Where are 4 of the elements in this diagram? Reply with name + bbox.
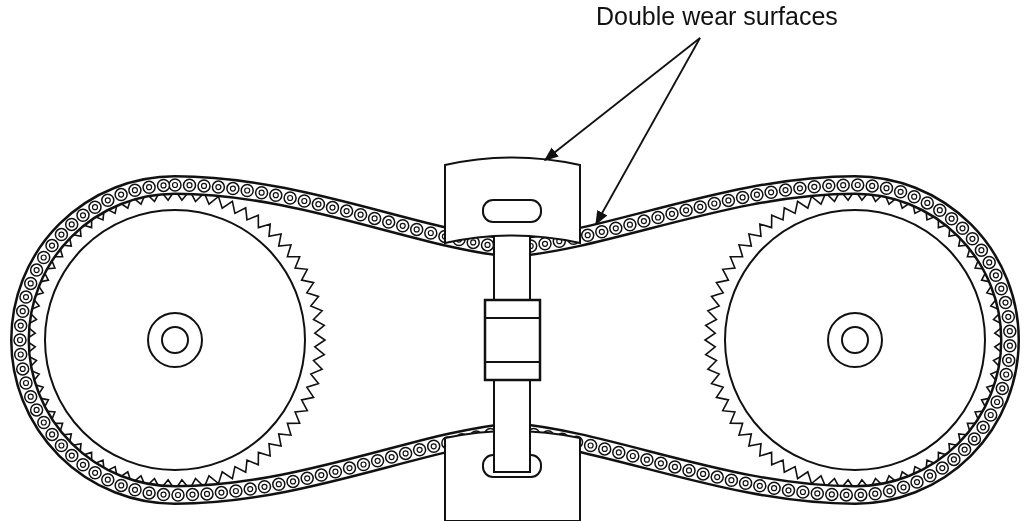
leader-arrow bbox=[595, 37, 701, 226]
leader-arrow bbox=[543, 37, 701, 161]
callout-label: Double wear surfaces bbox=[596, 2, 838, 31]
tensioner-shoe bbox=[444, 156, 581, 244]
